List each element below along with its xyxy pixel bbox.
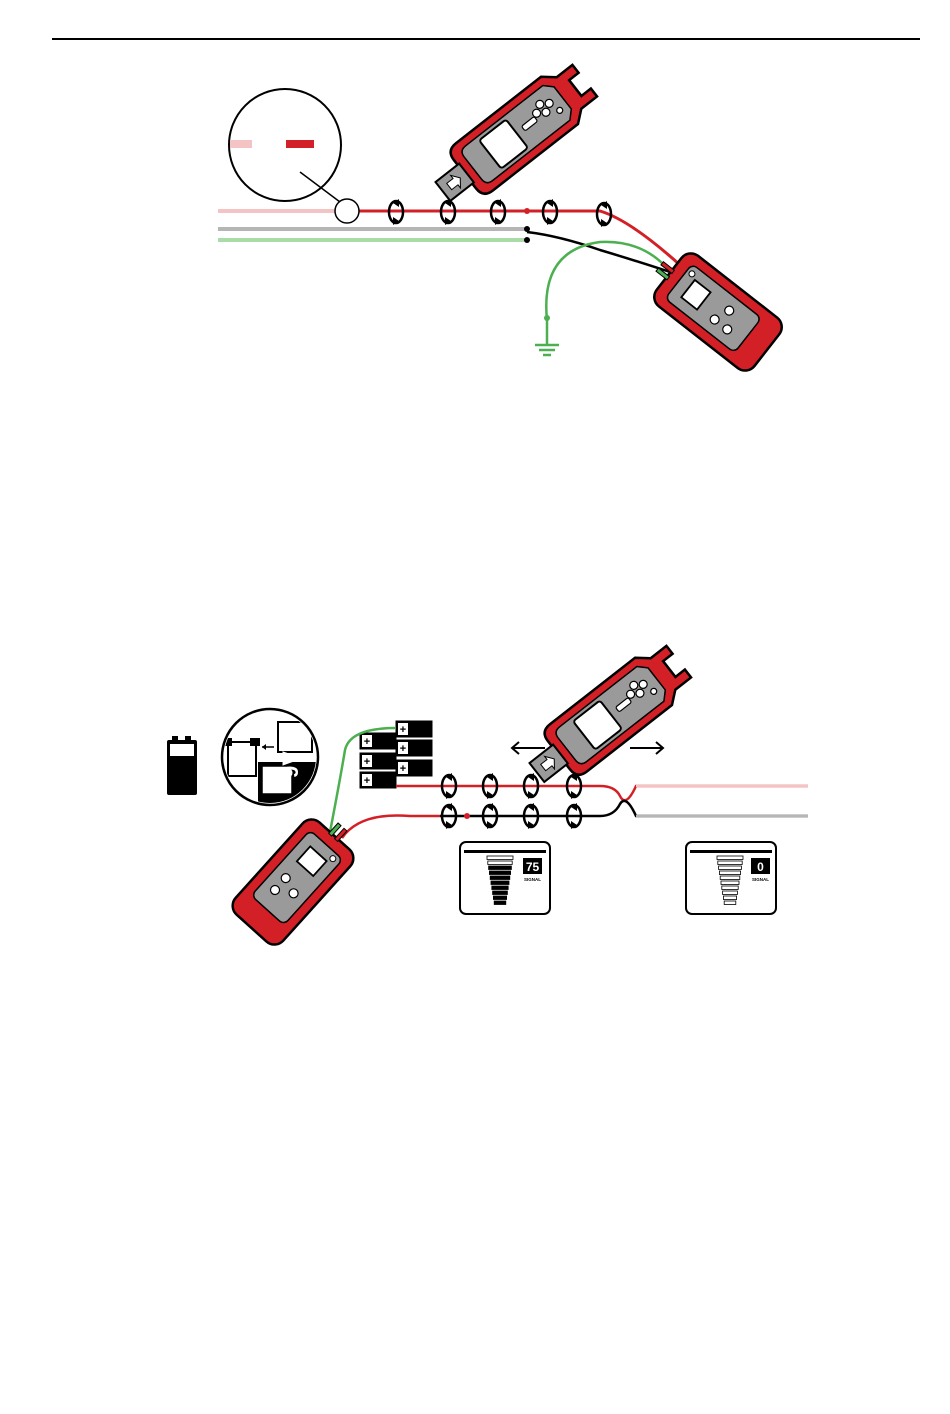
signal-bar: [723, 891, 738, 895]
pair-wire-red: [396, 786, 808, 800]
signal-value-zero: 0: [757, 860, 764, 874]
signal-bar: [719, 871, 740, 875]
lead-red: [342, 815, 440, 838]
arrow-left-icon: [512, 742, 545, 754]
callout-red-wire: [286, 140, 314, 148]
signal-bar: [718, 861, 742, 865]
signal-bar: [722, 886, 738, 890]
wire-tracer-icon: [518, 638, 697, 796]
signal-value-high: 75: [526, 860, 540, 874]
signal-bar: [489, 866, 512, 870]
signal-bar: [487, 856, 513, 860]
signal-bar: [719, 866, 742, 870]
wire-green-ground-lead: [546, 242, 665, 320]
signal-bar: [491, 881, 509, 885]
signal-bar: [493, 896, 506, 900]
signal-bar: [724, 901, 736, 905]
callout-pale-wire: [230, 140, 252, 148]
wire-tracer-icon: [424, 57, 603, 215]
signal-bar: [721, 881, 739, 885]
signal-bar: [493, 891, 508, 895]
tone-transmitter-icon: [228, 806, 367, 950]
battery-callout: 9V: [222, 709, 318, 805]
signal-bar: [492, 886, 508, 890]
signal-bar: [489, 871, 510, 875]
signal-bar: [720, 876, 740, 880]
figure-2: 9V: [167, 638, 808, 949]
signal-bar: [494, 901, 506, 905]
signal-bar: [490, 876, 510, 880]
signal-caption-high: SIGNAL: [524, 877, 541, 882]
signal-caption-zero: SIGNAL: [752, 877, 769, 882]
signal-panel-high: 75 SIGNAL: [460, 842, 550, 914]
signal-panel-zero: 0 SIGNAL: [686, 842, 776, 914]
wire-twist-icon: [442, 773, 581, 829]
9v-battery-icon: [167, 736, 197, 795]
wire-twist-icon: [389, 199, 611, 227]
magnify-point: [335, 199, 359, 223]
battery-9v-label: 9V: [278, 751, 303, 778]
signal-bar: [723, 896, 736, 900]
ground-symbol-icon: [535, 345, 559, 355]
signal-bar: [717, 856, 743, 860]
figure-1: [218, 57, 787, 375]
arrow-right-icon: [630, 742, 663, 754]
signal-bar: [488, 861, 512, 865]
